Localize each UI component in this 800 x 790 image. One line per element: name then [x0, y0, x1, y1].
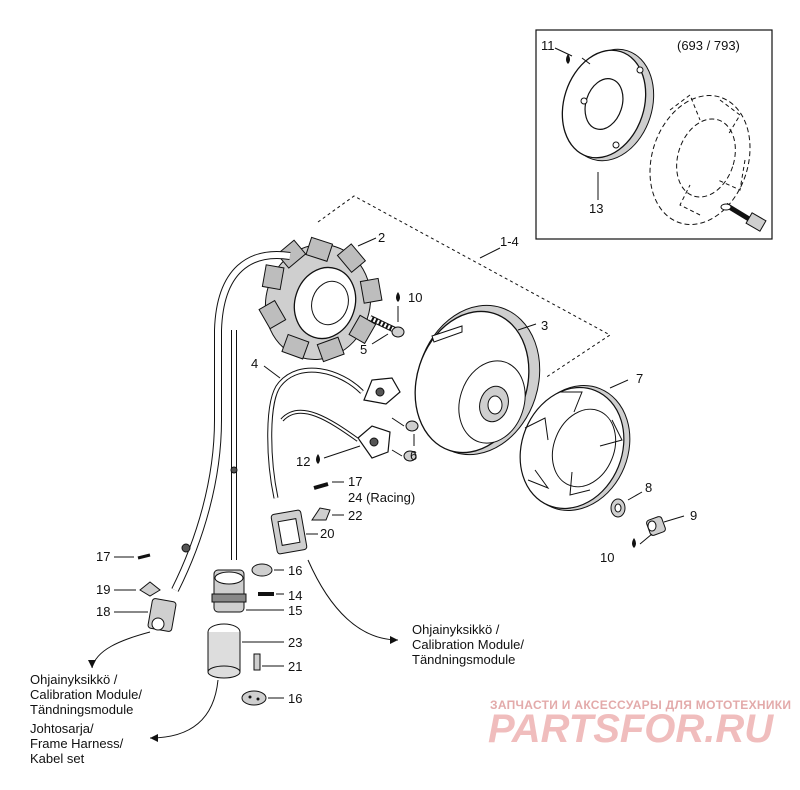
connector-15: 15 [211, 569, 302, 618]
clip-19: 19 [96, 581, 161, 597]
callout-4: 4 [251, 356, 258, 371]
watermark: ЗАПЧАСТИ И АКСЕССУАРЫ ДЛЯ МОТОТЕХНИКИ PA… [488, 698, 791, 751]
stator-screw: 5 10 [360, 290, 422, 357]
caption-left-line1: Ohjainyksikkö / [30, 672, 118, 687]
housing-23: 23 [207, 623, 302, 679]
callout-10-bottom: 10 [600, 550, 614, 565]
connector-18: 18 [96, 598, 177, 632]
terminal-clip-22: 22 [311, 507, 362, 523]
callout-9: 9 [690, 508, 697, 523]
caption-center-line3: Tändningsmodule [412, 652, 515, 667]
callout-7: 7 [636, 371, 643, 386]
callout-3: 3 [541, 318, 548, 333]
inset-title: (693 / 793) [677, 38, 740, 53]
callout-15: 15 [288, 603, 302, 618]
caption-arrows [88, 559, 399, 742]
callout-5: 5 [360, 342, 367, 357]
callout-16-top: 16 [288, 563, 302, 578]
pin-14: 14 [258, 588, 302, 603]
oil-drop-icon [566, 54, 570, 64]
callout-14: 14 [288, 588, 302, 603]
callout-16-bottom: 16 [288, 691, 302, 706]
callout-17-top: 17 [348, 474, 362, 489]
assembly-bracket: 1-4 [317, 195, 611, 379]
terminal-pin-17a: 17 24 (Racing) [313, 474, 415, 505]
inset-rotor-outline [649, 94, 751, 225]
caption-module-center: Ohjainyksikkö / Calibration Module/ Tänd… [412, 622, 524, 667]
pickup-sensors: 6 6 12 [296, 377, 419, 469]
inset-label-11: 11 [541, 38, 555, 53]
caption-center-line1: Ohjainyksikkö / [412, 622, 500, 637]
pin-17: 17 [96, 549, 151, 564]
callout-24: 24 (Racing) [348, 490, 415, 505]
oil-drop-icon [396, 292, 400, 302]
callout-10-top: 10 [408, 290, 422, 305]
callout-19: 19 [96, 582, 110, 597]
caption-harness-line1: Johtosarja/ [30, 721, 94, 736]
caption-module-left: Ohjainyksikkö / Calibration Module/ Tänd… [30, 672, 142, 717]
callout-22: 22 [348, 508, 362, 523]
callout-21: 21 [288, 659, 302, 674]
callout-12: 12 [296, 454, 310, 469]
caption-left-line3: Tändningsmodule [30, 702, 133, 717]
callout-6-visible: 6 [410, 448, 417, 463]
ring-plate [561, 48, 655, 162]
callout-23: 23 [288, 635, 302, 650]
inset-label-13: 13 [589, 201, 603, 216]
watermark-brand: PARTSFOR.RU [488, 707, 774, 751]
pin-21: 21 [253, 653, 302, 674]
caption-center-line2: Calibration Module/ [412, 637, 524, 652]
oil-drop-icon [632, 538, 636, 548]
caption-left-line2: Calibration Module/ [30, 687, 142, 702]
inset-box: (693 / 793) 10 11 13 [535, 29, 773, 240]
callout-1-4: 1-4 [500, 234, 519, 249]
seal-16-bottom: 16 [241, 690, 302, 706]
seal-16-top: 16 [251, 563, 302, 578]
main-harness [171, 251, 291, 592]
oil-drop-icon [316, 454, 320, 464]
rotor-bolt: 9 10 [600, 508, 697, 565]
callout-8: 8 [645, 480, 652, 495]
pickup-harness: 4 20 [251, 356, 364, 555]
rotor: 3 [414, 304, 548, 456]
watermark-tagline: ЗАПЧАСТИ И АКСЕССУАРЫ ДЛЯ МОТОТЕХНИКИ [490, 698, 791, 712]
callout-2: 2 [378, 230, 385, 245]
callout-18: 18 [96, 604, 110, 619]
trigger-wheel: 7 [519, 371, 643, 511]
callout-17-left: 17 [96, 549, 110, 564]
caption-harness: Johtosarja/ Frame Harness/ Kabel set [30, 721, 124, 766]
inset-bolt [720, 202, 767, 232]
stator: 2 [258, 230, 385, 363]
washer: 8 [610, 480, 652, 518]
caption-harness-line2: Frame Harness/ [30, 736, 124, 751]
callout-20: 20 [320, 526, 334, 541]
caption-harness-line3: Kabel set [30, 751, 85, 766]
